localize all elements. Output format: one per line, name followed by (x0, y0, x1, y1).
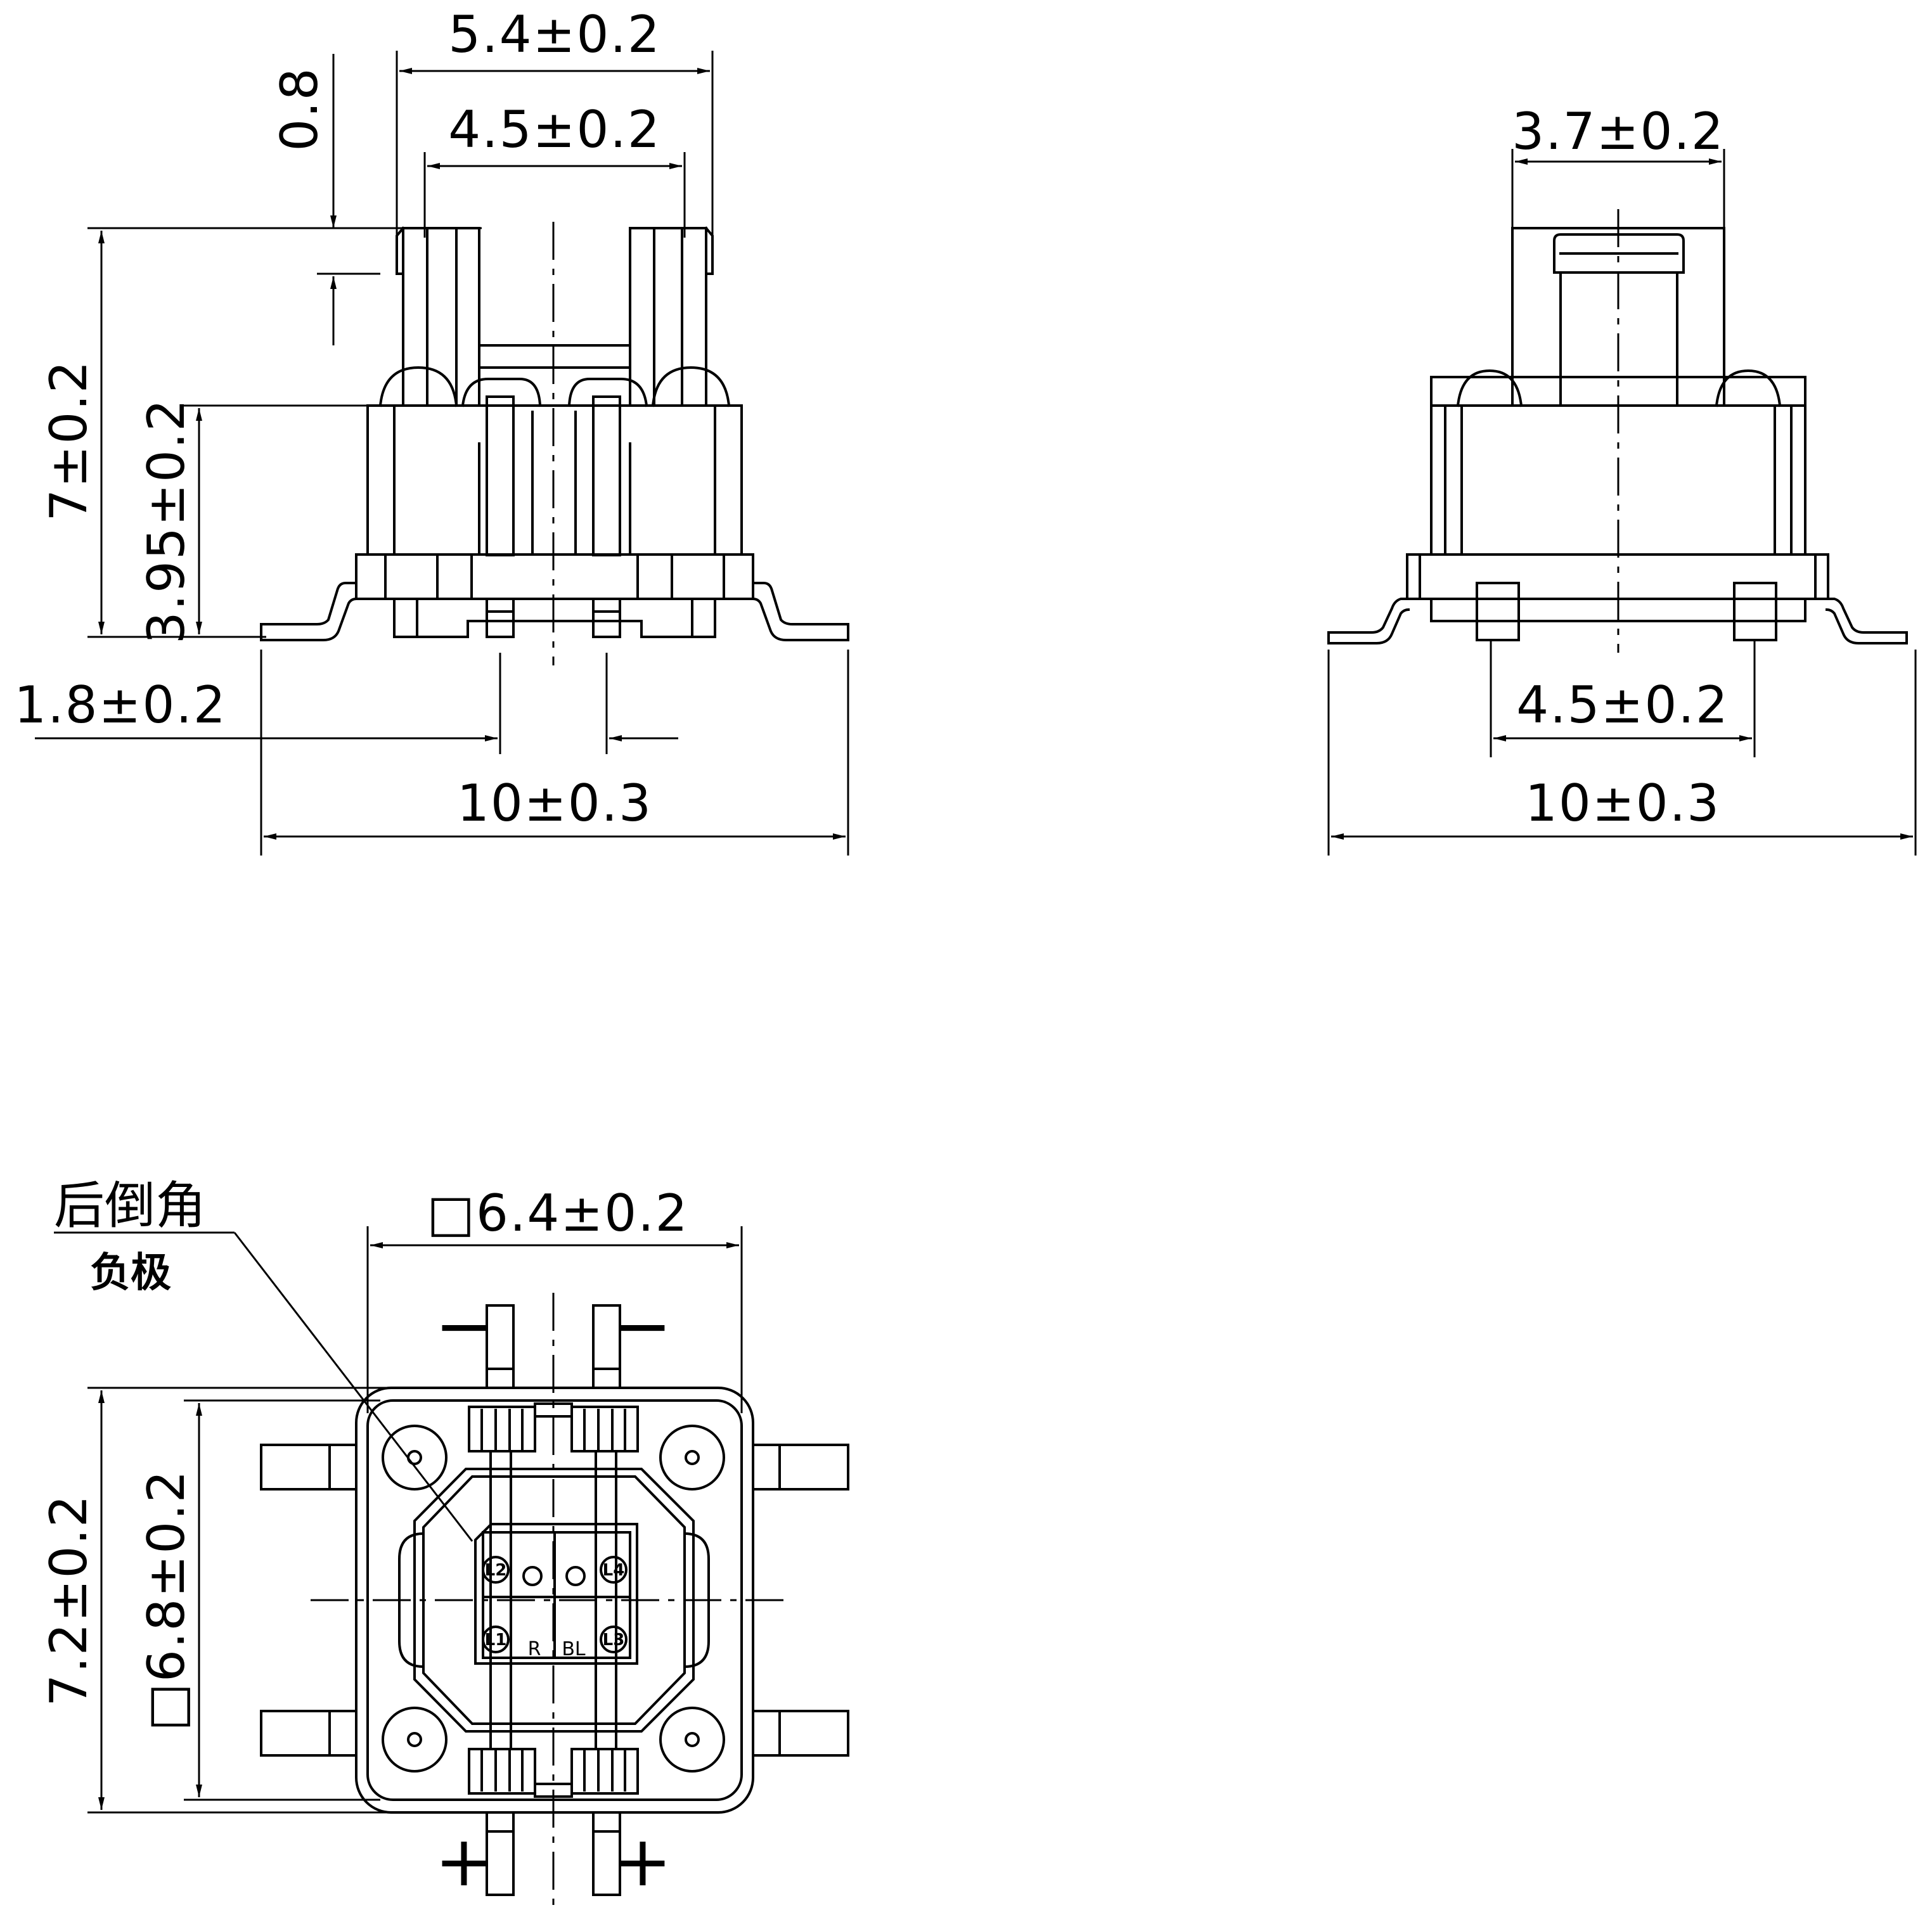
dim-side-total-width-label: 10±0.3 (1525, 774, 1720, 833)
chamfer-label: 后倒角 (54, 1176, 206, 1235)
front-outline (260, 226, 849, 641)
polarity-minus-right: − (614, 1285, 672, 1366)
pad-l4: L4 (600, 1556, 628, 1584)
dim-pin-pitch-label: 1.8±0.2 (14, 676, 226, 734)
dim-cap-height-label: 0.8 (270, 67, 329, 151)
dim-front-total-width: 10±0.3 (260, 650, 849, 856)
polarity-plus-left: + (435, 1821, 493, 1902)
dim-inner-width: 4.5±0.2 (423, 100, 686, 238)
polarity-plus-right: + (614, 1821, 672, 1902)
dim-top-square-height-label: □6.8±0.2 (137, 1469, 196, 1731)
dim-side-lead-pitch: 4.5±0.2 (1490, 640, 1756, 757)
negative-label: 负极 (90, 1250, 171, 1297)
label-bl: BL (562, 1638, 586, 1660)
pad-l3-label: L3 (603, 1631, 625, 1650)
top-outline (260, 1304, 849, 1896)
dim-front-total-width-label: 10±0.3 (457, 774, 652, 833)
dim-top-square-width: □6.4±0.2 (366, 1184, 743, 1413)
dim-pin-pitch: 1.8±0.2 (14, 653, 678, 754)
pad-l1-label: L1 (485, 1631, 507, 1650)
pad-l1: L1 (482, 1625, 510, 1653)
dim-cap-height: 0.8 (270, 54, 380, 345)
dim-body-height: 3.95±0.2 (137, 398, 380, 644)
dim-top-square-height: □6.8±0.2 (137, 1399, 380, 1801)
top-view: 后倒角 负极 □6.4±0.2 7.2±0.2 □6.8±0.2 (39, 1176, 849, 1907)
dim-total-height-label: 7±0.2 (39, 359, 98, 521)
dim-side-lead-pitch-label: 4.5±0.2 (1516, 676, 1729, 734)
front-view: 5.4±0.2 4.5±0.2 0.8 7±0.2 3.95±0.2 (14, 5, 849, 856)
pad-l2-label: L2 (485, 1561, 507, 1580)
dim-side-top-width-label: 3.7±0.2 (1512, 102, 1724, 161)
dim-top-width: 5.4±0.2 (396, 5, 714, 244)
dim-side-total-width: 10±0.3 (1327, 650, 1917, 856)
dim-top-total-height-label: 7.2±0.2 (39, 1494, 98, 1706)
pad-l2: L2 (482, 1556, 510, 1584)
polarity-minus-left: − (435, 1285, 493, 1366)
dim-side-top-width: 3.7±0.2 (1511, 102, 1725, 228)
dim-top-width-label: 5.4±0.2 (448, 5, 660, 64)
dim-inner-width-label: 4.5±0.2 (448, 100, 660, 159)
dim-body-height-label: 3.95±0.2 (137, 398, 196, 644)
dim-top-square-width-label: □6.4±0.2 (427, 1184, 688, 1243)
pad-l4-label: L4 (603, 1561, 625, 1580)
side-view: 3.7±0.2 (1327, 102, 1917, 856)
dim-total-height: 7±0.2 (39, 227, 482, 638)
label-r: R (528, 1638, 541, 1660)
dim-top-total-height: 7.2±0.2 (39, 1387, 482, 1814)
pad-l3: L3 (600, 1625, 628, 1653)
